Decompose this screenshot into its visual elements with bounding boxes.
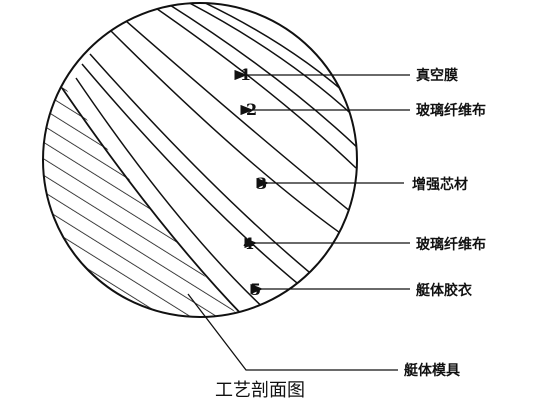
core-material-line-b [117,13,357,217]
layer-label-1: 真空膜 [416,67,458,84]
vacuum-film-line-a [175,3,357,123]
figure-caption: 工艺剖面图 [215,380,305,401]
glass-fiber-cloth-4-line-a [81,63,319,301]
mold-label: 艇体模具 [403,362,460,379]
layer-number-1: 1 [240,65,251,84]
gel-coat-line [75,77,283,317]
section-circle [42,2,358,318]
layer-number-5: 5 [250,280,261,299]
glass-fiber-cloth-4-line-b [89,53,327,287]
layer-number-3: 3 [256,174,267,193]
layer-label-3: 增强芯材 [412,176,468,193]
leader-line-mold [187,293,398,371]
glass-fiber-cloth-2-line-a [149,3,357,169]
layer-label-4: 玻璃纤维布 [416,236,486,253]
layer-number-2: 2 [246,100,257,119]
mold-boundary [61,87,263,317]
layer-number-4: 4 [243,234,254,253]
core-material-line-a [107,27,351,241]
layer-label-5: 艇体胶衣 [415,282,473,299]
layer-label-2: 玻璃纤维布 [416,102,486,119]
